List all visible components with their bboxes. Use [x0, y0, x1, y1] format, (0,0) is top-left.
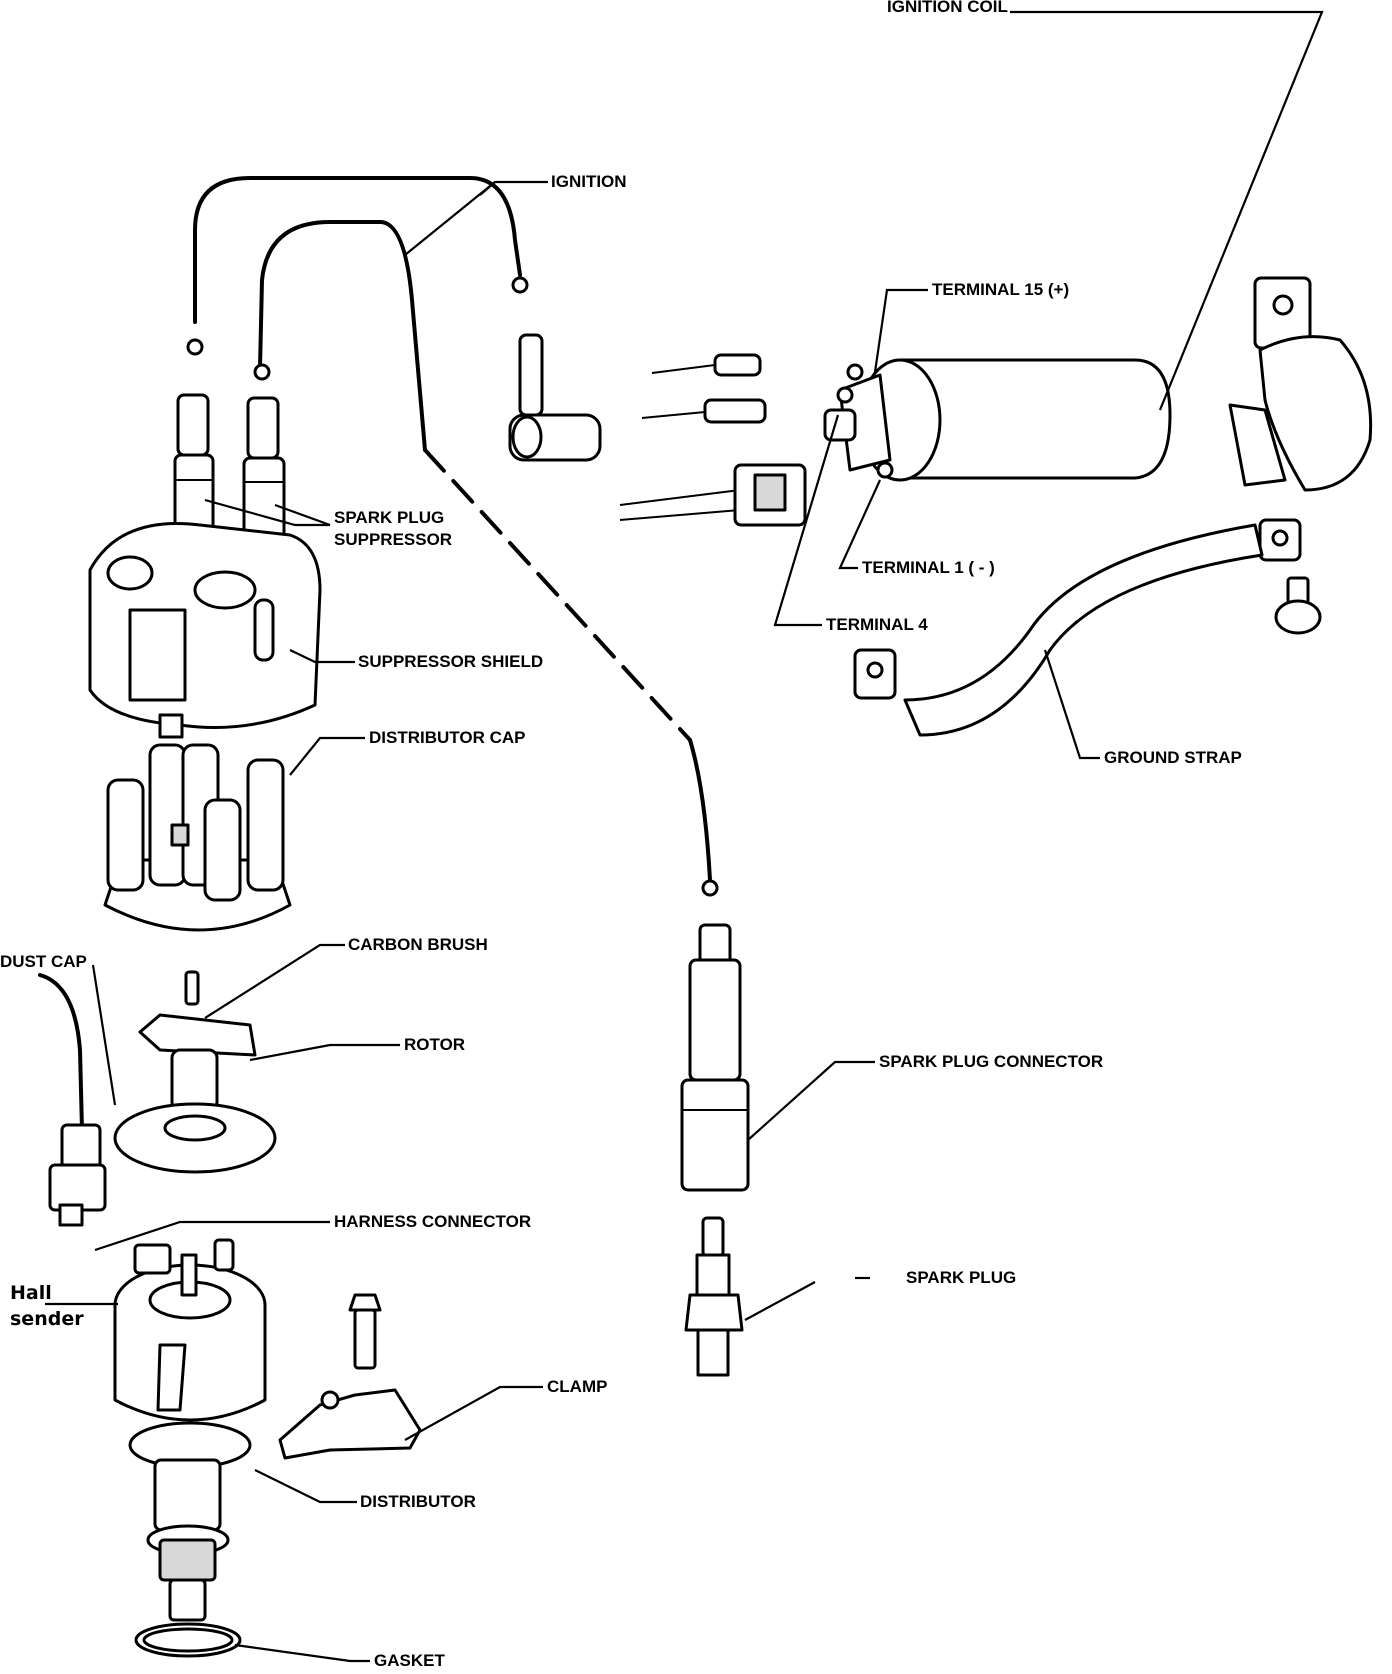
carbon-brush — [184, 970, 200, 1006]
dust-cap — [113, 1102, 277, 1174]
ground-strap — [853, 518, 1322, 737]
harness-connector — [38, 973, 107, 1227]
label-ground-strap: GROUND STRAP — [1104, 748, 1242, 767]
label-distributor: DISTRIBUTOR — [360, 1492, 476, 1511]
label-ignition: IGNITION — [551, 172, 627, 191]
label-spark-plug: SPARK PLUG — [906, 1268, 1017, 1287]
rotor — [138, 1013, 257, 1112]
leader-lines — [45, 10, 1324, 1663]
label-spark-plug-suppressor-line2: SUPPRESSOR — [334, 530, 453, 549]
label-ignition-coil: IGNITION COIL — [887, 0, 1008, 16]
label-suppressor-shield: SUPPRESSOR SHIELD — [358, 652, 544, 671]
coil-lead-connector — [508, 333, 602, 462]
ignition-wires — [186, 176, 719, 897]
label-hall-sender-line1: Hall — [10, 1282, 52, 1304]
coil-bracket — [1228, 276, 1373, 492]
label-rotor: ROTOR — [404, 1035, 466, 1054]
label-terminal-4: TERMINAL 4 — [826, 615, 928, 634]
label-gasket: GASKET — [374, 1651, 445, 1670]
label-spark-plug-connector: SPARK PLUG CONNECTOR — [879, 1052, 1104, 1071]
label-distributor-cap: DISTRIBUTOR CAP — [369, 728, 526, 747]
ignition-coil — [823, 358, 1172, 482]
distributor-cap — [103, 743, 292, 932]
label-hall-sender-line2: sender — [10, 1308, 84, 1330]
label-harness-connector: HARNESS CONNECTOR — [334, 1212, 532, 1231]
label-spark-plug-suppressor-line1: SPARK PLUG — [334, 508, 445, 527]
spark-plug-connector — [680, 923, 750, 1192]
terminal-wires — [619, 353, 807, 527]
suppressor-shield — [88, 521, 322, 739]
clamp — [278, 1293, 422, 1460]
spark-plug — [684, 1216, 744, 1377]
distributor — [113, 1238, 267, 1622]
label-carbon-brush: CARBON BRUSH — [348, 935, 488, 954]
gasket — [134, 1622, 242, 1658]
label-terminal-15: TERMINAL 15 (+) — [932, 280, 1070, 299]
label-dust-cap: DUST CAP — [0, 952, 87, 971]
label-clamp: CLAMP — [547, 1377, 608, 1396]
label-terminal-1: TERMINAL 1 ( - ) — [862, 558, 995, 577]
